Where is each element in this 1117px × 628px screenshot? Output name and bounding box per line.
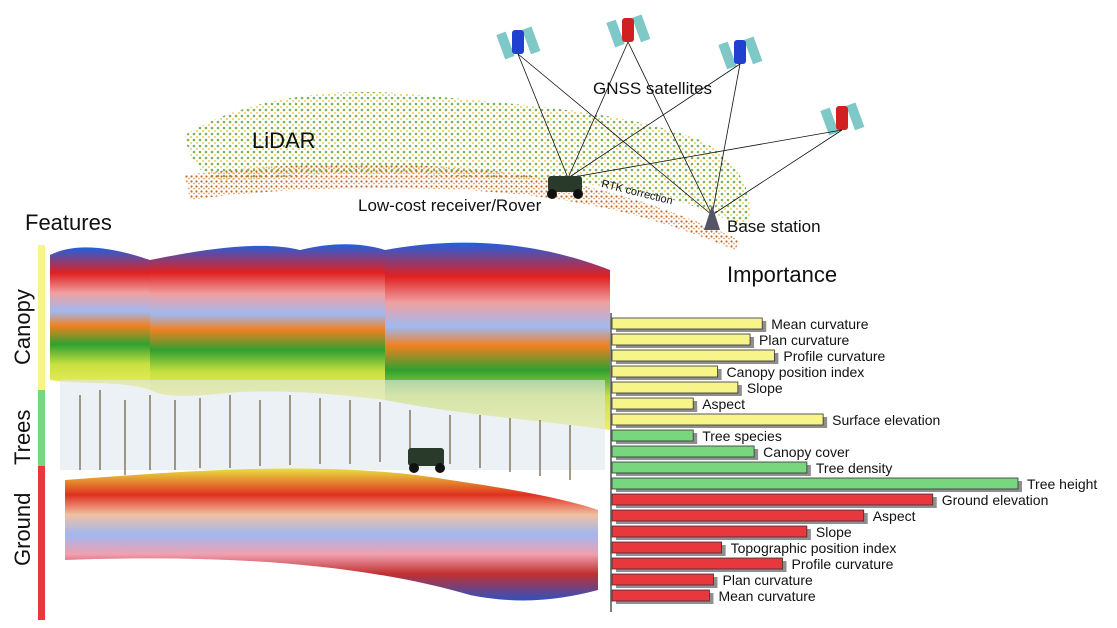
lidar-label: LiDAR xyxy=(252,128,316,153)
bar-label: Slope xyxy=(746,380,783,396)
importance-bars xyxy=(611,317,1022,604)
ground-layer-stack xyxy=(65,468,598,601)
gnss-label: GNSS satellites xyxy=(593,79,713,98)
satellite-icon xyxy=(496,26,541,60)
trees-group-bar xyxy=(38,390,45,466)
ground-group-label: Ground xyxy=(10,492,35,566)
bar-label: Plan curvature xyxy=(759,332,850,348)
importance-bar xyxy=(611,525,808,538)
importance-bar xyxy=(611,333,751,346)
bar-label: Aspect xyxy=(702,396,745,412)
importance-bar xyxy=(611,589,710,602)
importance-bar xyxy=(611,397,694,410)
features-title: Features xyxy=(25,210,112,235)
importance-bar xyxy=(611,573,714,586)
importance-bar xyxy=(611,477,1019,490)
bar-label: Aspect xyxy=(872,508,916,524)
base-station-icon xyxy=(704,205,720,230)
canopy-group-bar xyxy=(38,245,45,390)
ground-group-bar xyxy=(38,466,45,620)
importance-bar xyxy=(611,461,808,474)
rover-label: Low-cost receiver/Rover xyxy=(358,196,542,215)
importance-bar xyxy=(611,381,739,394)
bar-label: Mean curvature xyxy=(718,588,816,604)
rover-icon xyxy=(408,448,445,473)
trees-group-label: Trees xyxy=(10,409,35,465)
bar-label: Canopy cover xyxy=(763,444,850,460)
importance-bar xyxy=(611,317,763,330)
importance-bar xyxy=(611,493,934,506)
rover-icon xyxy=(547,176,583,199)
importance-bar xyxy=(611,541,723,554)
satellite-icon xyxy=(606,14,651,48)
bar-label: Ground elevation xyxy=(941,492,1049,508)
importance-bar xyxy=(611,445,755,458)
lidar-ground-strip xyxy=(185,164,740,250)
importance-title: Importance xyxy=(727,262,838,287)
bar-label: Tree species xyxy=(702,428,782,444)
importance-bar xyxy=(611,365,718,378)
importance-bar xyxy=(611,557,783,570)
bar-label: Profile curvature xyxy=(783,348,886,364)
importance-bar xyxy=(611,429,694,442)
trees-layer xyxy=(60,380,605,480)
lidar-point-cloud xyxy=(185,91,750,230)
importance-bar xyxy=(611,349,775,362)
bar-label: Topographic position index xyxy=(730,540,897,556)
bar-label: Tree height xyxy=(1027,476,1098,492)
satellite-icon xyxy=(718,36,763,70)
base-station-label: Base station xyxy=(727,217,821,236)
bar-label: Mean curvature xyxy=(771,316,869,332)
importance-bar xyxy=(611,509,865,522)
importance-bar xyxy=(611,413,824,426)
bar-label: Tree density xyxy=(815,460,893,476)
signal-lines xyxy=(517,41,843,216)
bar-label: Surface elevation xyxy=(832,412,941,428)
bar-label: Canopy position index xyxy=(726,364,865,380)
bar-label: Slope xyxy=(815,524,852,540)
bar-label: Plan curvature xyxy=(722,572,813,588)
satellite-icon xyxy=(820,102,865,136)
bar-label: Profile curvature xyxy=(791,556,894,572)
canopy-group-label: Canopy xyxy=(10,289,35,365)
